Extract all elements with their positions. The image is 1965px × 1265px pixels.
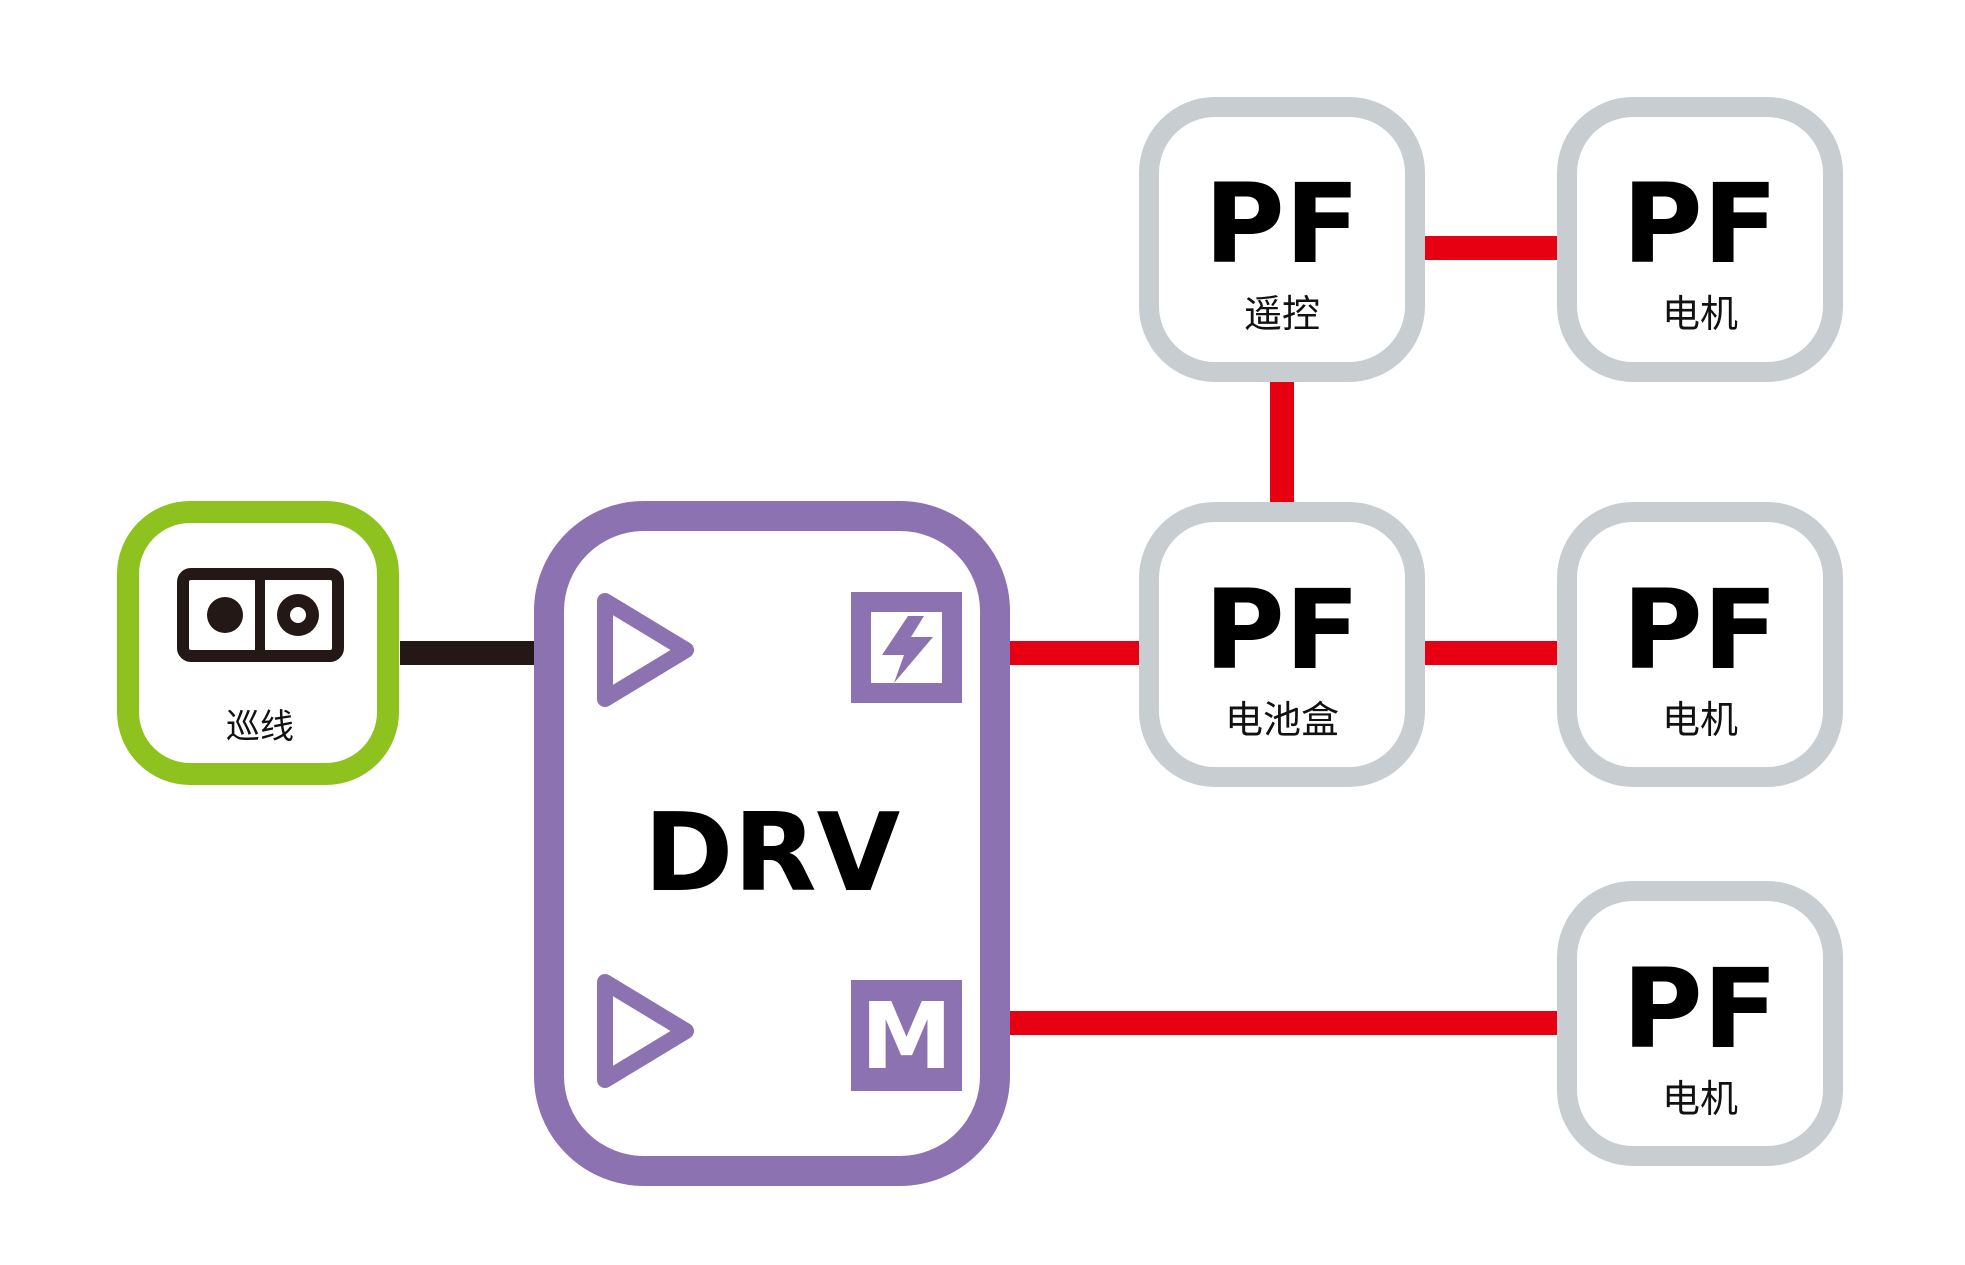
motor-pin: M — [851, 980, 962, 1091]
triangle-input-icon — [597, 974, 694, 1088]
pf-motor-bottom-name: PF — [1622, 945, 1778, 1073]
connections — [400, 236, 1570, 1035]
drv-name: DRV — [644, 791, 901, 916]
pf-motor-top-name: PF — [1622, 160, 1778, 288]
pf-motor-mid-name: PF — [1622, 566, 1778, 694]
pf-motor-bottom-label: 电机 — [1662, 1077, 1738, 1121]
line-follower-label: 巡线 — [226, 707, 294, 747]
pf-motor-top-module[interactable]: PF 电机 — [1557, 97, 1843, 382]
pf-battery-module[interactable]: PF 电池盒 — [1139, 502, 1425, 787]
dual-sensor-icon — [177, 568, 344, 662]
triangle-input-icon — [597, 593, 694, 707]
pf-battery-name: PF — [1204, 566, 1360, 694]
power-pin — [851, 592, 962, 703]
pf-motor-bottom-module[interactable]: PF 电机 — [1557, 881, 1843, 1166]
pf-motor-top-label: 电机 — [1662, 292, 1738, 336]
pf-motor-mid-module[interactable]: PF 电机 — [1557, 502, 1843, 787]
pf-remote-label: 遥控 — [1244, 292, 1320, 336]
pf-motor-mid-label: 电机 — [1662, 698, 1738, 742]
pf-battery-label: 电池盒 — [1225, 698, 1339, 742]
motor-pin-label: M — [861, 983, 953, 1090]
drv-module[interactable]: M DRV — [534, 501, 1010, 1186]
pf-remote-name: PF — [1204, 160, 1360, 288]
line-follower-module[interactable]: 巡线 — [117, 501, 399, 785]
pf-remote-module[interactable]: PF 遥控 — [1139, 97, 1425, 382]
lightning-bolt-icon — [882, 616, 933, 683]
